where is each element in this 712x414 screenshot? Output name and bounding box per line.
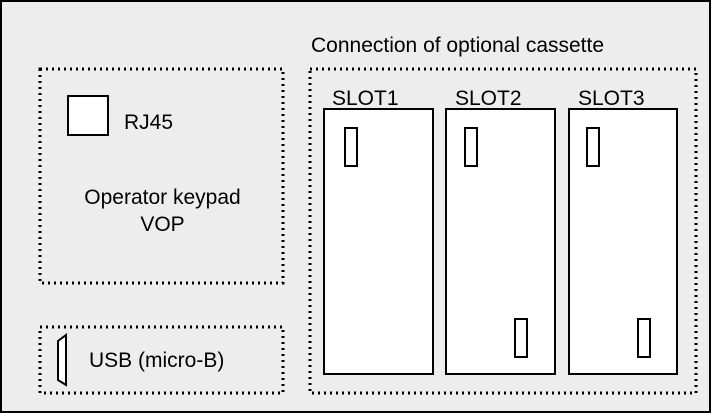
- usb-label: USB (micro-B): [89, 349, 225, 372]
- slot1-top-connector: [344, 127, 358, 167]
- usb-zone: [38, 325, 285, 395]
- slot2-bottom-connector: [514, 318, 528, 358]
- micro-usb-icon: [57, 333, 67, 387]
- slot2-top-connector: [464, 127, 478, 167]
- rj45-label: RJ45: [124, 111, 174, 134]
- slot3-top-connector: [586, 127, 600, 167]
- cassette-title: Connection of optional cassette: [311, 34, 605, 57]
- slot2-label: SLOT2: [455, 87, 522, 110]
- slot1-label: SLOT1: [332, 87, 399, 110]
- slot1-cassette: [323, 108, 434, 375]
- keypad-title-line2: VOP: [140, 213, 185, 236]
- keypad-title-line1: Operator keypad: [84, 186, 241, 209]
- cassette-zone: [308, 67, 698, 395]
- slot3-cassette: [568, 108, 678, 375]
- rj45-port: [67, 95, 109, 136]
- slot2-cassette: [445, 108, 556, 375]
- slot3-label: SLOT3: [578, 87, 645, 110]
- keypad-zone: [38, 67, 285, 285]
- slot3-bottom-connector: [637, 318, 651, 358]
